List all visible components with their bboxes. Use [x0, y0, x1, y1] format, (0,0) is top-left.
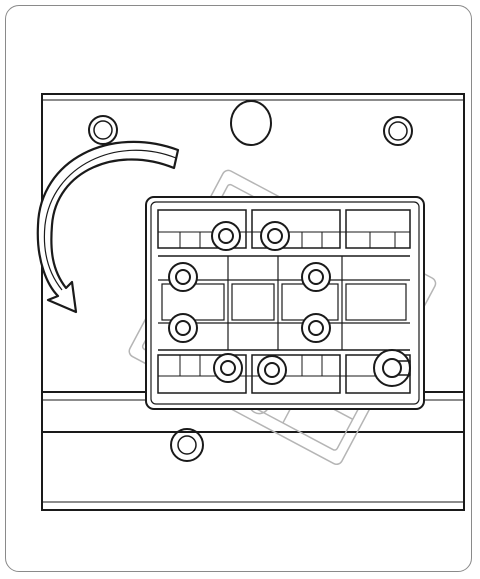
bracket-hole-bottom [170, 428, 204, 462]
plate-hole-upper-right [301, 262, 331, 292]
wall-bracket [41, 93, 465, 511]
rotate-counterclockwise-arrow-icon [36, 140, 180, 314]
plate-hole-top-left [211, 221, 241, 251]
plate-hole-bottom-right [257, 355, 287, 385]
plate-hole-lower-right [301, 313, 331, 343]
mounting-plate-icon [145, 196, 425, 410]
bracket-hole-left [88, 115, 118, 145]
plate-slot-bottom-right [373, 349, 411, 387]
plate-hole-bottom-left [213, 353, 243, 383]
bracket-hole-right [383, 116, 413, 146]
plate-hole-upper-left [168, 262, 198, 292]
bracket-hole-center [230, 100, 272, 146]
plate-hole-lower-left [168, 313, 198, 343]
plate-hole-top-right [260, 221, 290, 251]
